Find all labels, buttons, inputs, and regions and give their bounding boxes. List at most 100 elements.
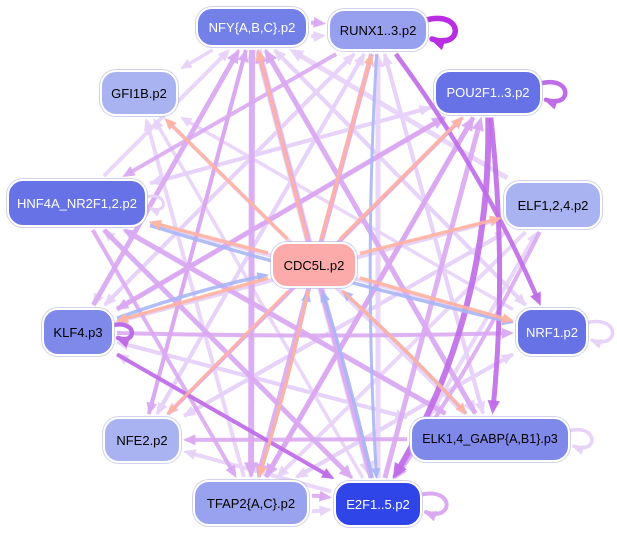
edge-cdc-nrf: [359, 276, 507, 321]
node-label: ELF1,2,4.p2: [517, 197, 589, 213]
node-e2f[interactable]: E2F1..5.p2: [334, 481, 422, 527]
arrowhead-nfe-runx: [353, 53, 365, 67]
arrowhead-hnf-tfap: [225, 464, 237, 478]
arrowhead-hnf-nfy: [217, 49, 231, 62]
edge-elk-nfe: [191, 437, 408, 442]
arrowhead-klf-e2f: [321, 468, 335, 479]
edge-cdc-pou: [338, 120, 459, 241]
arrowhead-hnf-e2f: [338, 464, 353, 479]
arrowhead-elf-tfap: [276, 465, 289, 478]
self-loop-arrowhead-e2f: [424, 511, 438, 522]
node-nfy[interactable]: NFY{A,B,C}.p2: [196, 7, 308, 47]
node-label: RUNX1..3.p2: [339, 22, 417, 38]
arrowhead-e2f-nfe: [183, 449, 197, 460]
arrowhead-cdc-gfi: [164, 118, 177, 130]
node-cdc[interactable]: CDC5L.p2: [271, 242, 357, 288]
arrowhead-nfe-nfy: [237, 49, 249, 63]
node-elf[interactable]: ELF1,2,4.p2: [504, 181, 602, 229]
arrowhead-runx-e2f: [371, 467, 381, 479]
arrowhead-nfy-runx: [313, 31, 326, 42]
self-loop-arrowhead-pou: [544, 98, 559, 110]
node-label: TFAP2{A,C}.p2: [206, 495, 296, 511]
arrowhead-tfap-pou: [461, 116, 474, 132]
node-label: ELK1,4_GABP{A,B1}.p3: [422, 432, 558, 446]
node-label: E2F1..5.p2: [346, 496, 410, 512]
edge-e2f-gfi: [156, 124, 365, 479]
node-label: HNF4A_NR2F1,2.p2: [17, 195, 137, 211]
arrowhead-elk-nfy: [264, 49, 278, 65]
arrowhead-cdc-nfy: [255, 49, 266, 62]
self-loop-arrowhead-elk: [572, 445, 585, 455]
arrowhead-runx-nrf: [530, 291, 541, 306]
node-runx[interactable]: RUNX1..3.p2: [328, 9, 428, 51]
arrowhead-e2f-cdc: [320, 290, 330, 303]
arrowhead-nfy-tfap: [244, 462, 259, 478]
self-loop-nrf: [584, 319, 615, 344]
arrowhead-pou-e2f: [392, 462, 407, 479]
arrowhead-pou-elk: [487, 400, 500, 415]
edge-nfy-gfi: [186, 48, 214, 67]
edge-klf-e2f: [116, 352, 328, 477]
node-label: CDC5L.p2: [283, 257, 345, 273]
edge-nfe-runx: [155, 59, 363, 415]
node-klf[interactable]: KLF4.p3: [42, 308, 114, 356]
arrowhead-elf-nfy: [289, 49, 305, 62]
arrowhead-klf-runx: [342, 53, 356, 66]
node-elk[interactable]: ELK1,4_GABP{A,B1}.p3: [410, 416, 570, 462]
arrowhead-nfy-runx: [313, 17, 326, 28]
edge-pou-elk: [488, 117, 503, 405]
arrowhead-cdc-hnf: [149, 219, 162, 230]
node-label: KLF4.p3: [53, 324, 103, 340]
self-loop-arrowhead-nrf: [590, 339, 603, 349]
edge-e2f-cdc: [322, 297, 374, 479]
arrowhead-cdc-klf: [116, 313, 129, 323]
node-label: POU2F1..3.p2: [446, 84, 530, 100]
arrowhead-runx-hnf: [122, 166, 136, 177]
node-gfi[interactable]: GFI1B.p2: [100, 70, 178, 116]
arrowhead-cdc-nfe: [166, 404, 178, 415]
edge-nfe-elf: [183, 233, 501, 418]
arrowhead-tfap-e2f: [319, 505, 332, 517]
edge-cdc-elf: [359, 218, 495, 256]
arrowhead-e2f-gfi: [153, 118, 164, 131]
node-label: NRF1.p2: [525, 324, 579, 340]
arrowhead-cdc-nrf: [501, 313, 514, 323]
edge-runx-e2f: [368, 53, 379, 472]
edge-cdc-elk: [341, 289, 463, 410]
arrowhead-tfap-nrf: [500, 353, 514, 365]
arrowhead-tfap-gfi: [143, 118, 155, 132]
edge-nrf-gfi: [186, 119, 514, 311]
self-loop-arrowhead-runx: [430, 37, 447, 51]
node-label: NFE2.p2: [116, 432, 168, 448]
self-loop-arrowhead-klf: [116, 337, 131, 348]
node-label: GFI1B.p2: [111, 85, 167, 101]
edge-cdc-nfy: [258, 56, 309, 240]
node-nfe[interactable]: NFE2.p2: [103, 417, 181, 463]
arrowhead-elk-runx: [382, 53, 393, 67]
edge-cdc-hnf: [156, 222, 269, 255]
node-tfap[interactable]: TFAP2{A,C}.p2: [193, 480, 309, 526]
arrowhead-cdc-elk: [455, 402, 468, 415]
arrowhead-elk-nfe: [183, 434, 196, 446]
arrowhead-klf-nrf: [501, 327, 514, 339]
node-pou[interactable]: POU2F1..3.p2: [434, 69, 542, 115]
edge-elk-hnf: [129, 231, 447, 416]
arrowhead-nrf-gfi: [180, 116, 193, 127]
arrowhead-cdc-runx: [363, 53, 374, 66]
edge-tfap-pou: [263, 123, 472, 479]
node-label: NFY{A,B,C}.p2: [208, 19, 296, 35]
self-loop-arrowhead-hnf: [149, 207, 161, 217]
edge-cdc-tfap: [259, 290, 310, 471]
edge-nfy-tfap: [248, 49, 255, 468]
self-loop-pou: [537, 79, 568, 104]
arrowhead-cdc-pou: [451, 116, 464, 129]
arrowhead-cdc-tfap: [257, 465, 267, 478]
arrowhead-cdc-elf: [489, 215, 502, 226]
self-loop-elk: [566, 427, 594, 450]
node-hnf[interactable]: HNF4A_NR2F1,2.p2: [7, 179, 147, 227]
edge-klf-pou: [115, 119, 439, 312]
node-nrf[interactable]: NRF1.p2: [516, 308, 588, 356]
arrowhead-klf-nfy: [227, 49, 240, 65]
arrowhead-elk-hnf: [122, 229, 138, 242]
